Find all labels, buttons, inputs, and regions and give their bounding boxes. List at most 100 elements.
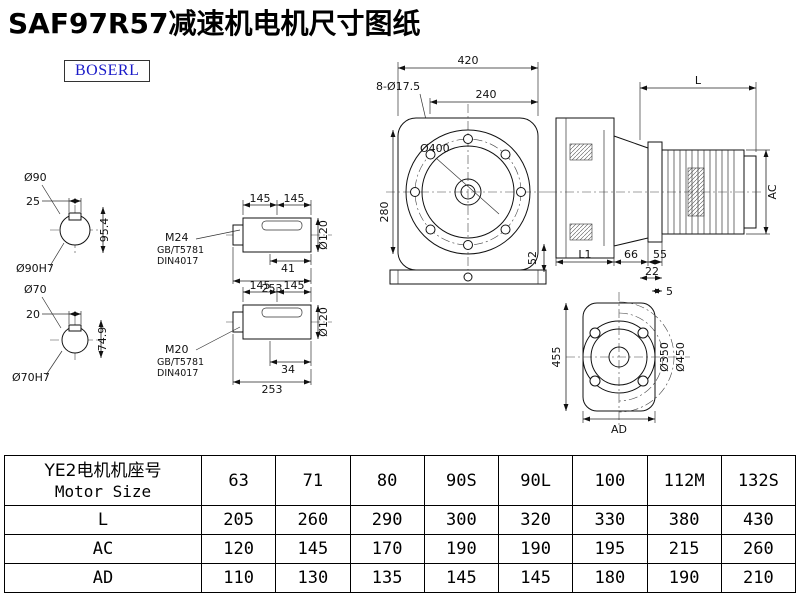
motor-size-header-cell: YE2电机机座号 Motor Size xyxy=(4,455,202,506)
dim-41: 41 xyxy=(281,262,295,275)
page-title: SAF97R57减速机电机尺寸图纸 xyxy=(8,7,421,40)
std-din: DIN4017 xyxy=(157,368,198,379)
cell-AC-6: 195 xyxy=(572,534,648,564)
d450-arc xyxy=(618,301,675,413)
dim-145a: 145 xyxy=(250,279,271,292)
shaft-stub xyxy=(232,311,244,333)
cell-AC-4: 190 xyxy=(423,534,500,564)
cell-AD-7: 190 xyxy=(646,563,722,593)
cell-AD-5: 145 xyxy=(497,563,574,593)
dim-keyway-width: 20 xyxy=(26,308,40,321)
shaft-bore xyxy=(608,346,630,368)
dim-AD: AD xyxy=(611,423,627,436)
keyway xyxy=(68,212,82,221)
cell-AC-5: 190 xyxy=(497,534,574,564)
cell-L-2: 260 xyxy=(275,505,351,535)
size-col-7: 112M xyxy=(646,455,722,506)
row-label-AC: AC xyxy=(4,534,202,564)
dim-d400: Ø400 xyxy=(420,142,450,155)
dim-66: 66 xyxy=(624,248,638,261)
cell-AC-7: 215 xyxy=(646,534,722,564)
size-col-6: 100 xyxy=(572,455,648,506)
size-col-1: 63 xyxy=(200,455,277,506)
thread-label: M24 xyxy=(165,231,189,244)
size-col-2: 71 xyxy=(275,455,351,506)
cell-AC-2: 145 xyxy=(275,534,351,564)
thread-label: M20 xyxy=(165,343,189,356)
keyway xyxy=(68,324,82,332)
boserl-logo: BOSERL xyxy=(64,60,151,82)
cell-AC-1: 120 xyxy=(200,534,277,564)
dim-d450: Ø450 xyxy=(674,342,687,372)
dim-key-height: 74.9 xyxy=(96,327,109,352)
dim-shaft-dia: Ø70 xyxy=(24,283,47,296)
dim-shaft-fit: Ø90H7 xyxy=(16,262,54,275)
gearmotor-side-view: L AC xyxy=(548,74,779,298)
dim-145b: 145 xyxy=(284,279,305,292)
cell-AD-4: 145 xyxy=(423,563,500,593)
cell-AC-3: 170 xyxy=(349,534,425,564)
table-row-AD: AD 110 130 135 145 145 180 190 210 xyxy=(4,563,797,593)
logo-text: BOSERL xyxy=(75,62,140,79)
gearbox-front-view: 420 8-Ø17.5 240 Ø400 280 xyxy=(376,54,550,285)
center-bore xyxy=(460,184,476,200)
dim-d350: Ø350 xyxy=(658,342,671,372)
cell-AD-2: 130 xyxy=(275,563,351,593)
cell-AD-3: 135 xyxy=(349,563,425,593)
cell-L-6: 330 xyxy=(572,505,648,535)
drain-plug xyxy=(463,272,473,282)
cell-L-7: 380 xyxy=(646,505,722,535)
dim-22: 22 xyxy=(645,265,659,278)
dim-shaft-dia: Ø90 xyxy=(24,171,47,184)
spigot-circle xyxy=(590,328,648,386)
dim-AC: AC xyxy=(766,184,779,199)
keyway-slot xyxy=(261,307,303,318)
header-cn: YE2电机机座号 xyxy=(44,460,162,481)
row-label-AD: AD xyxy=(4,563,202,593)
cell-L-3: 290 xyxy=(349,505,425,535)
d350-arc xyxy=(618,312,664,402)
cell-L-8: 430 xyxy=(720,505,797,535)
motor-adapter xyxy=(613,135,649,247)
keyway-slot xyxy=(261,220,303,231)
bearing-upper xyxy=(569,143,593,161)
cell-L-1: 205 xyxy=(200,505,277,535)
shaft-hole xyxy=(454,178,482,206)
dim-5: 5 xyxy=(666,285,673,298)
shaft-detail-m20: 145 145 Ø120 M20 GB/T5781 DIN4017 34 253 xyxy=(157,279,332,396)
shaft-section-d70: 20 Ø70 74.9 Ø70H7 xyxy=(12,283,109,384)
std-din: DIN4017 xyxy=(157,256,198,267)
dim-455: 455 xyxy=(550,347,563,368)
size-col-8: 132S xyxy=(720,455,797,506)
size-col-4: 90S xyxy=(423,455,500,506)
dim-280: 280 xyxy=(378,202,391,223)
dim-420: 420 xyxy=(458,54,479,67)
dim-shaft-fit: Ø70H7 xyxy=(12,371,50,384)
table-row-AC: AC 120 145 170 190 190 195 215 260 xyxy=(4,534,797,564)
table-header-row: YE2电机机座号 Motor Size 63 71 80 90S 90L 100… xyxy=(4,455,797,506)
spigot-circle xyxy=(421,145,515,239)
size-col-5: 90L xyxy=(497,455,574,506)
std-gb: GB/T5781 xyxy=(157,357,204,368)
bearing-lower xyxy=(569,223,593,241)
size-col-3: 80 xyxy=(349,455,425,506)
dim-key-height: 95.4 xyxy=(98,218,111,243)
flange-face-circle xyxy=(405,129,531,255)
bolt-callout: 8-Ø17.5 xyxy=(376,80,420,93)
flange-circle xyxy=(582,320,656,394)
shaft-body xyxy=(242,217,312,253)
dim-keyway-width: 25 xyxy=(26,195,40,208)
cell-AD-8: 210 xyxy=(720,563,797,593)
dim-240: 240 xyxy=(476,88,497,101)
dim-145b: 145 xyxy=(284,192,305,205)
dim-L1: L1 xyxy=(578,248,591,261)
std-gb: GB/T5781 xyxy=(157,245,204,256)
row-label-L: L xyxy=(4,505,202,535)
cell-L-5: 320 xyxy=(497,505,574,535)
cell-AC-8: 260 xyxy=(720,534,797,564)
dim-253: 253 xyxy=(262,383,283,396)
cell-AD-1: 110 xyxy=(200,563,277,593)
dim-L: L xyxy=(695,74,702,87)
shaft-detail-m24: 145 145 Ø120 M24 GB/T5781 DIN4017 41 253 xyxy=(157,192,332,295)
dim-52: 52 xyxy=(526,251,539,265)
